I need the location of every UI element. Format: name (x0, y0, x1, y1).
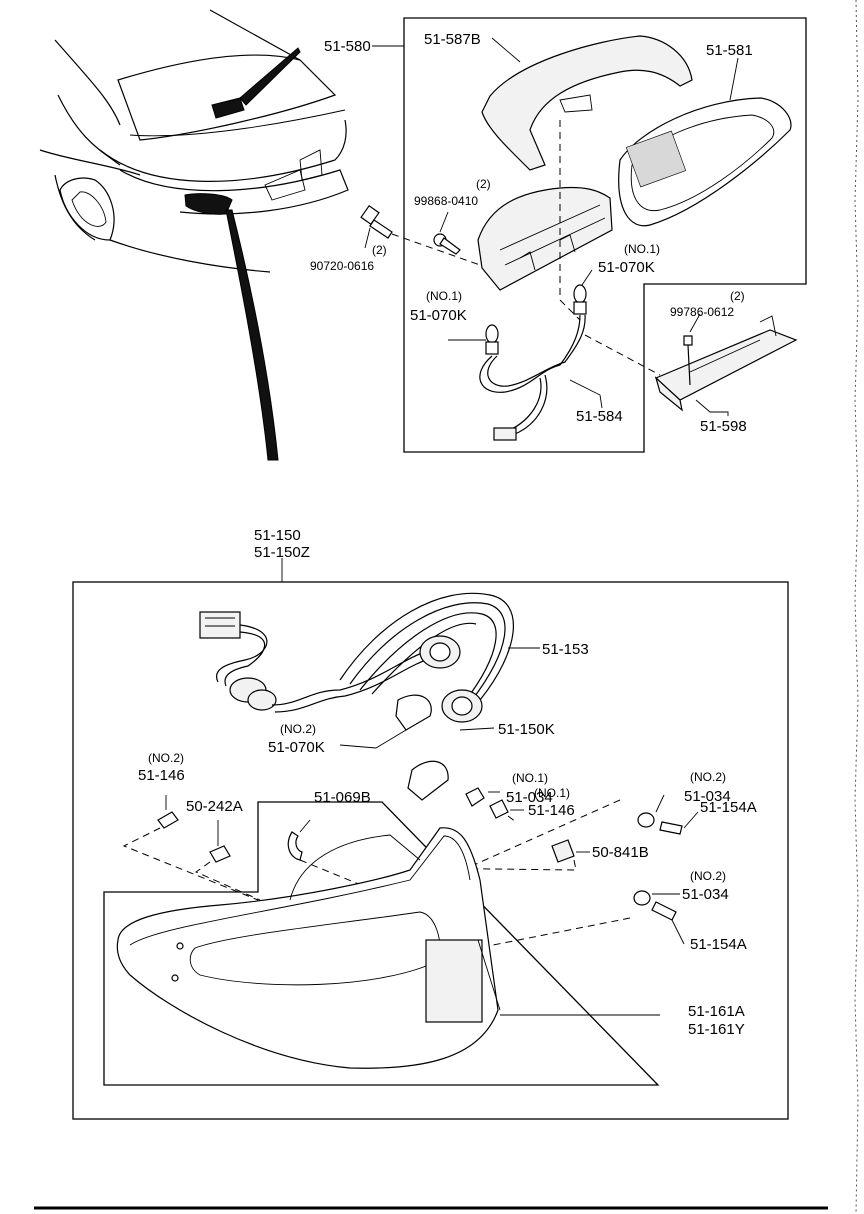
screw-99868-part (433, 211, 461, 255)
label-51-161a: 51-161A (688, 1003, 745, 1020)
label-50-242a: 50-242A (186, 798, 243, 815)
nut-50-242a-part (194, 820, 261, 901)
screw-51-146-no1-part (489, 799, 524, 823)
label-90720-0616: 90720-0616 (310, 259, 374, 273)
label-50-841b: 50-841B (592, 844, 649, 861)
lower-assembly-frame (72, 581, 789, 1120)
lens-part (618, 57, 792, 227)
label-146-no1: 51-146 (528, 802, 575, 819)
label-bulb-left-note: (NO.1) (426, 289, 462, 303)
label-51-581: 51-581 (706, 42, 753, 59)
bracket-part (654, 313, 798, 416)
label-bulb-no2: 51-070K (268, 739, 325, 756)
car-rear-illustration (39, 9, 349, 461)
bolt-90720-part (360, 204, 481, 266)
lamp-body-part (116, 827, 660, 1069)
washer-51-034-no1-part (465, 787, 500, 807)
washer-screw-top-part (439, 794, 699, 881)
label-bulb-no2-note: (NO.2) (280, 722, 316, 736)
label-screw-b-qty: (2) (730, 289, 745, 303)
upper-bulbs (448, 269, 593, 355)
label-51-598: 51-598 (700, 418, 747, 435)
label-bulb-right: 51-070K (598, 259, 655, 276)
label-034-no2b-note: (NO.2) (690, 869, 726, 883)
label-51-584: 51-584 (576, 408, 623, 425)
label-bulb-left: 51-070K (410, 307, 467, 324)
label-154a-bottom: 51-154A (690, 936, 747, 953)
scan-edge (854, 0, 859, 1214)
label-034-no2a-note: (NO.2) (690, 770, 726, 784)
socket-harness-part (199, 592, 540, 723)
label-51-150z: 51-150Z (254, 544, 310, 561)
label-screw-a-qty: (2) (476, 177, 491, 191)
label-51-587b: 51-587B (424, 31, 481, 48)
label-51-161y: 51-161Y (688, 1021, 745, 1038)
lower-group (72, 558, 789, 1120)
lamp-body-frame (103, 801, 660, 1086)
housing-part (477, 120, 613, 321)
label-bulb-right-note: (NO.1) (624, 242, 660, 256)
upper-labels: 51-580 51-587B 51-581 (2) 99868-0410 (2)… (310, 31, 753, 435)
washer-screw-bottom-part (477, 890, 685, 949)
upper-assembly-frame (403, 17, 807, 453)
label-51-150: 51-150 (254, 527, 301, 544)
clip-50-841b-part (409, 839, 590, 871)
label-bolt-qty: (2) (372, 243, 387, 257)
cover-part (481, 35, 693, 171)
label-146-no2-note: (NO.2) (148, 751, 184, 765)
label-51-153: 51-153 (542, 641, 589, 658)
label-034-no2b: 51-034 (682, 886, 729, 903)
label-034-no1-note: (NO.1) (512, 771, 548, 785)
harness-part (479, 314, 661, 441)
label-99868-0410: 99868-0410 (414, 194, 478, 208)
label-146-no1-note: (NO.1) (534, 786, 570, 800)
upper-group (360, 17, 807, 453)
label-51-150k: 51-150K (498, 721, 555, 738)
label-154a-top: 51-154A (700, 799, 757, 816)
lower-bulbs (339, 694, 495, 801)
label-034-no2a: 51-034 (684, 788, 731, 805)
label-146-no2: 51-146 (138, 767, 185, 784)
label-99786-0612: 99786-0612 (670, 305, 734, 319)
screw-51-146-no2-part (122, 795, 259, 901)
lower-labels: 51-150 51-150Z 51-153 (NO.2) 51-070K 51-… (138, 527, 757, 1038)
label-034-no1: 51-034 (506, 789, 553, 806)
label-51-580: 51-580 (324, 38, 371, 55)
label-51-069b: 51-069B (314, 789, 371, 806)
